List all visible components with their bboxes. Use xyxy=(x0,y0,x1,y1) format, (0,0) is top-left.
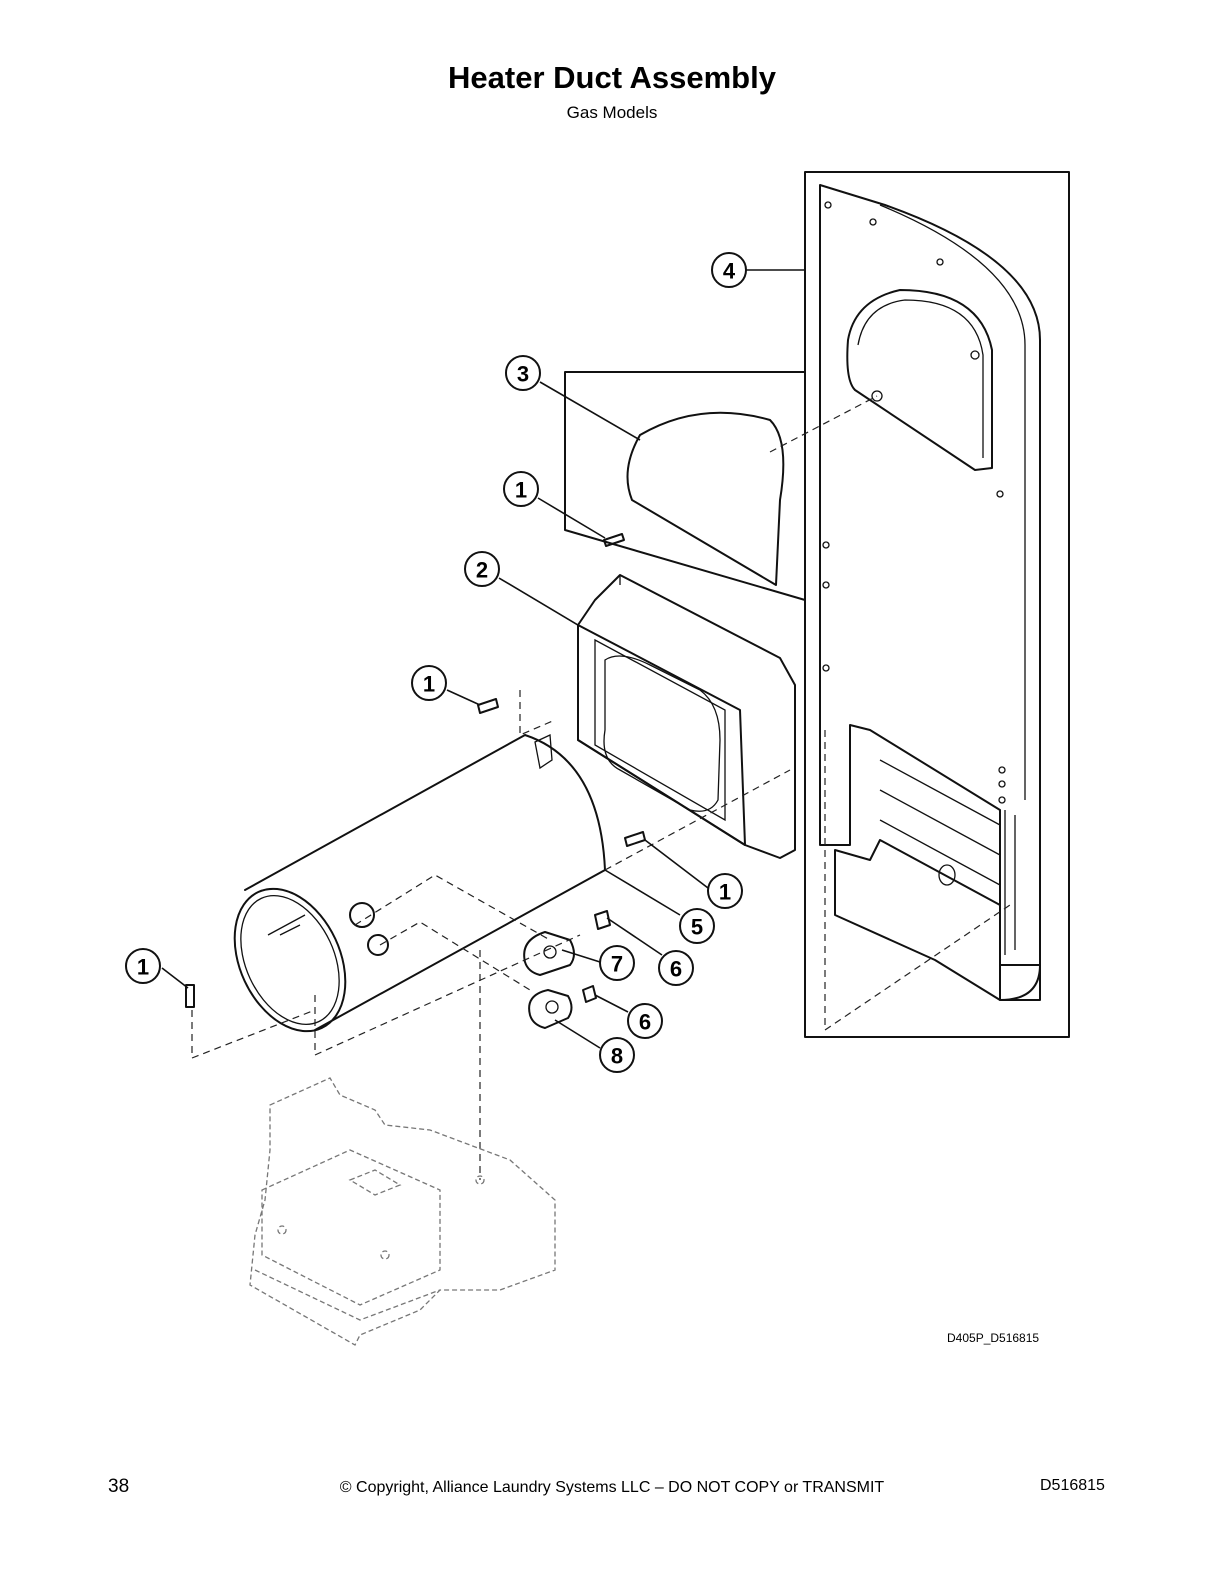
screw-1-upper xyxy=(603,533,625,547)
callout-3: 3 xyxy=(505,355,541,391)
copyright-notice: © Copyright, Alliance Laundry Systems LL… xyxy=(339,1479,885,1496)
callout-1-middle-label: 1 xyxy=(719,880,731,905)
assembly-group-bracket xyxy=(564,171,1070,1038)
callout-6-lower: 6 xyxy=(627,1003,663,1039)
callout-3-label: 3 xyxy=(517,362,529,387)
part-4-duct-panel xyxy=(819,184,1041,1002)
callout-1-lower: 1 xyxy=(125,948,161,984)
part-5-heater-tube xyxy=(233,734,606,1033)
part-3-lint-screen xyxy=(626,411,785,586)
callout-4: 4 xyxy=(711,252,747,288)
callout-4-label: 4 xyxy=(723,259,736,284)
part-2-duct-frame xyxy=(577,574,796,859)
callout-8-label: 8 xyxy=(611,1044,623,1069)
document-number: D516815 xyxy=(1040,1477,1105,1494)
screw-1-lower xyxy=(185,984,195,1008)
callout-6-upper: 6 xyxy=(658,950,694,986)
figure-id: D405P_D516815 xyxy=(947,1331,1040,1345)
callout-2-label: 2 xyxy=(476,558,488,583)
callout-7-label: 7 xyxy=(611,952,623,977)
callout-2: 2 xyxy=(464,551,500,587)
screw-6-lower xyxy=(582,985,597,1003)
leader-lines xyxy=(161,269,805,1049)
page-number: 38 xyxy=(108,1476,130,1497)
alignment-lines xyxy=(191,395,1011,1180)
callout-1-left-label: 1 xyxy=(423,672,435,697)
callout-1-upper: 1 xyxy=(503,471,539,507)
callout-1-left: 1 xyxy=(411,665,447,701)
part-7-thermostat xyxy=(523,931,575,976)
burner-housing-reference xyxy=(249,1077,556,1346)
screw-6-upper xyxy=(594,910,611,930)
part-8-thermostat xyxy=(528,989,573,1029)
callout-6-upper-label: 6 xyxy=(670,957,682,982)
callout-1-upper-label: 1 xyxy=(515,478,527,503)
callout-7: 7 xyxy=(599,945,635,981)
screw-1-middle xyxy=(624,831,646,847)
callout-1-lower-label: 1 xyxy=(137,955,149,980)
callout-8: 8 xyxy=(599,1037,635,1073)
callout-6-lower-label: 6 xyxy=(639,1010,651,1035)
callout-5-label: 5 xyxy=(691,915,703,940)
page-title: Heater Duct Assembly xyxy=(448,60,776,95)
page-subtitle: Gas Models xyxy=(566,103,658,122)
callout-5: 5 xyxy=(679,908,715,944)
callout-1-middle: 1 xyxy=(707,873,743,909)
screw-1-left xyxy=(477,698,499,714)
